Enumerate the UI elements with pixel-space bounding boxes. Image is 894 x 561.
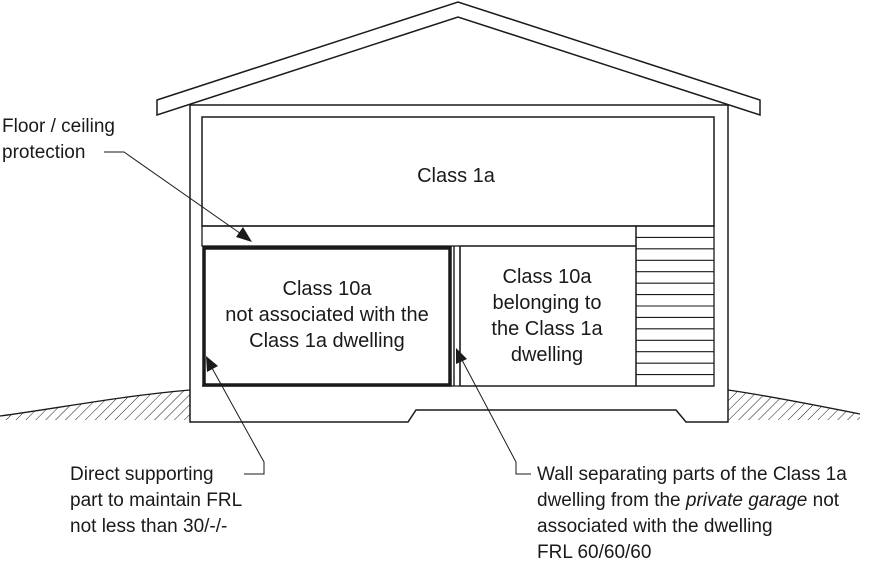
arrowhead: [206, 356, 218, 372]
stairs: [635, 225, 715, 387]
building-shell: [189, 104, 729, 423]
arrowhead: [236, 227, 252, 242]
callout-floor-ceiling: Floor / ceiling protection: [2, 116, 252, 242]
garage-left-label: Class 10a not associated with the Class …: [225, 278, 428, 352]
svg-text:part to maintain FRL: part to maintain FRL: [70, 490, 242, 511]
separating-wall: [453, 246, 461, 386]
garage-right-label: Class 10a belonging to the Class 1a dwel…: [491, 266, 603, 366]
svg-text:not less than 30/-/-: not less than 30/-/-: [70, 516, 227, 537]
svg-text:Direct supporting: Direct supporting: [70, 464, 214, 485]
svg-text:Floor / ceiling: Floor / ceiling: [2, 116, 115, 137]
svg-text:dwelling from the private gara: dwelling from the private garage not: [537, 490, 840, 511]
roof: [156, 1, 761, 117]
svg-text:dwelling: dwelling: [511, 344, 583, 366]
svg-text:associated with the dwelling: associated with the dwelling: [537, 516, 773, 537]
svg-text:not associated with the: not associated with the: [225, 304, 428, 326]
svg-text:Wall separating parts of the C: Wall separating parts of the Class 1a: [537, 464, 847, 485]
svg-text:FRL 60/60/60: FRL 60/60/60: [537, 542, 651, 561]
svg-text:belonging to: belonging to: [493, 292, 602, 314]
arrowhead: [456, 348, 467, 364]
svg-text:protection: protection: [2, 142, 85, 163]
svg-text:the Class 1a: the Class 1a: [491, 318, 603, 340]
svg-text:Class 10a: Class 10a: [283, 278, 373, 300]
floor-ceiling-band: [201, 225, 637, 247]
svg-text:Class 10a: Class 10a: [503, 266, 593, 288]
svg-text:Class 1a dwelling: Class 1a dwelling: [249, 330, 405, 352]
callout-support: Direct supporting part to maintain FRL n…: [70, 356, 265, 537]
garage-left-room: [202, 246, 452, 387]
callout-wall: Wall separating parts of the Class 1a dw…: [456, 348, 847, 561]
upper-room-label: Class 1a: [417, 165, 496, 187]
